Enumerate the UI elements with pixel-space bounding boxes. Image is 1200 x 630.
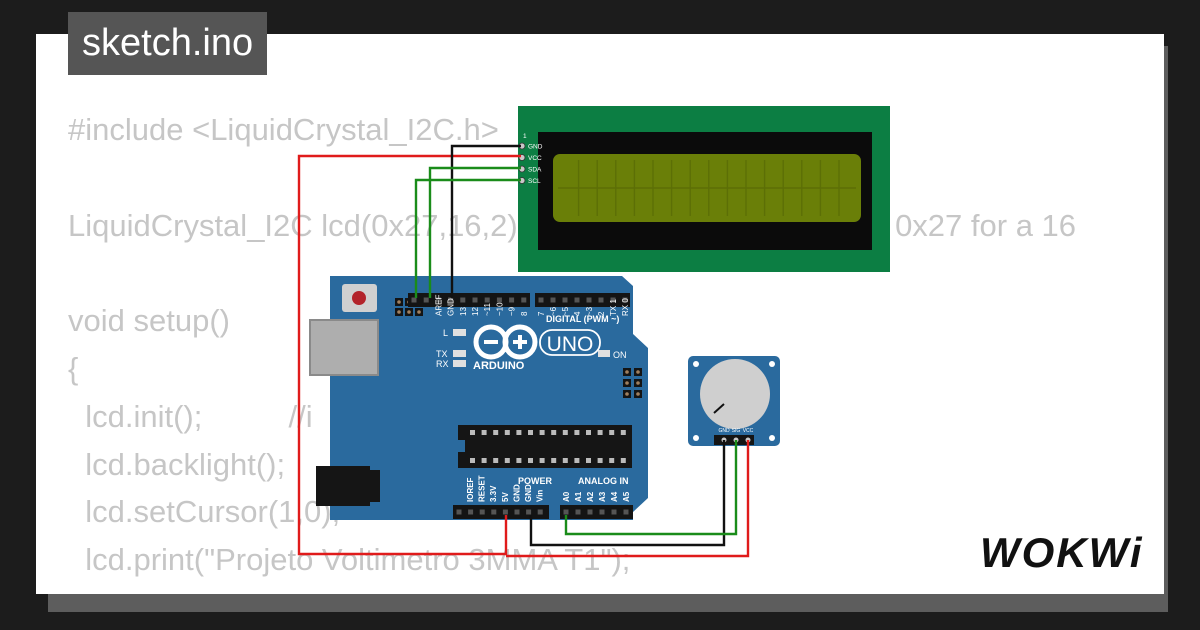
- led-l-icon: [453, 329, 466, 336]
- top-pin-label: ~5: [561, 306, 570, 316]
- top-pin-label: 4: [573, 311, 582, 316]
- top-pin-label: RX 0: [621, 298, 630, 316]
- analog-pin-label: A5: [622, 491, 631, 502]
- wire-red-lcd-vcc: [297, 154, 521, 556]
- top-pin-label: 8: [520, 311, 529, 316]
- analog-pin-label: A3: [598, 491, 607, 502]
- wire-black-lcd-gnd: [450, 144, 521, 298]
- arduino-brand-label: ARDUINO: [473, 360, 525, 372]
- code-line: lcd.backlight();: [68, 446, 286, 482]
- code-line: lcd.init(); //i: [68, 398, 313, 434]
- led-rx-label: RX: [436, 359, 449, 369]
- power-pin-label: 5V: [501, 492, 510, 502]
- code-line: lcd.print("Projeto Voltimetro 3MMA T1");: [68, 542, 631, 578]
- led-on-icon: [598, 350, 610, 357]
- top-pin-label: ~9: [508, 306, 517, 316]
- power-pin-label: 3.3V: [489, 485, 498, 502]
- code-line: delay(1000);: [68, 584, 1076, 594]
- wire-green-lcd-sda: [428, 166, 521, 298]
- top-pin-label: 12: [471, 307, 480, 316]
- analog-header-label: ANALOG IN: [578, 476, 629, 486]
- sketch-title: sketch.ino: [68, 12, 268, 75]
- power-jack-icon: [316, 466, 370, 506]
- led-rx-icon: [453, 360, 466, 367]
- led-on-label: ON: [613, 350, 627, 360]
- lcd-pin-label: SCL: [528, 178, 541, 185]
- top-pin-label: 7: [537, 311, 546, 316]
- power-pin-label: RESET: [478, 475, 487, 502]
- wires: [297, 144, 750, 558]
- lcd-pin-label: SDA: [528, 167, 542, 174]
- lcd-pin-label: GND: [528, 144, 543, 151]
- analog-pin-label: A0: [562, 491, 571, 502]
- analog-pin-label: A4: [610, 491, 619, 502]
- top-pin-label: TX 1: [609, 299, 618, 316]
- power-pin-label: GND: [512, 484, 521, 502]
- code-line: {: [68, 350, 79, 386]
- led-tx-label: TX: [436, 349, 448, 359]
- wokwi-logo: WOKWi: [980, 529, 1144, 576]
- top-pin-label: AREF: [434, 295, 443, 316]
- power-pin-label: IOREF: [466, 477, 475, 502]
- wire-green-pot-sig: [564, 440, 738, 536]
- wire-red-pot-vcc: [506, 440, 750, 558]
- top-pin-label: 13: [459, 307, 468, 316]
- arduino-infinity-icon: [473, 324, 538, 360]
- digital-header-label: DIGITAL (PWM ~): [546, 314, 619, 324]
- code-line: lcd.setCursor(1,0);: [68, 494, 341, 530]
- wire-green-lcd-scl: [414, 178, 521, 298]
- microcontroller-chip-icon: [458, 425, 632, 468]
- led-l-label: L: [443, 328, 448, 338]
- code-line: #include <LiquidCrystal_I2C.h>: [68, 112, 499, 147]
- top-pin-label: ~11: [483, 302, 492, 316]
- power-header-label: POWER: [518, 476, 553, 486]
- uno-model-label: UNO: [547, 333, 594, 356]
- analog-pin-label: A2: [586, 491, 595, 502]
- top-pin-label: GND: [447, 298, 456, 316]
- top-pin-label: 2: [597, 311, 606, 316]
- pot-pin-label: VCC: [743, 428, 754, 434]
- potentiometer-knob-icon[interactable]: [700, 359, 770, 429]
- led-tx-icon: [453, 350, 466, 357]
- wire-black-pot-gnd: [529, 440, 726, 547]
- analog-pin-label: A1: [574, 491, 583, 502]
- power-pin-label: GND: [524, 484, 533, 502]
- top-pin-label: ~10: [495, 302, 504, 316]
- lcd-pin-label: VCC: [528, 155, 542, 162]
- pot-pin-label: GND: [718, 428, 730, 434]
- pot-pin-label: SIG: [732, 428, 741, 434]
- icsp-header-icon: [623, 368, 642, 398]
- top-pin-label: ~6: [549, 306, 558, 316]
- usb-connector-icon: [310, 320, 378, 375]
- code-line: void setup(): [68, 303, 230, 339]
- top-pin-label: ~3: [585, 306, 594, 316]
- lcd-pin-number: 1: [523, 133, 527, 140]
- power-pin-label: Vin: [536, 490, 545, 502]
